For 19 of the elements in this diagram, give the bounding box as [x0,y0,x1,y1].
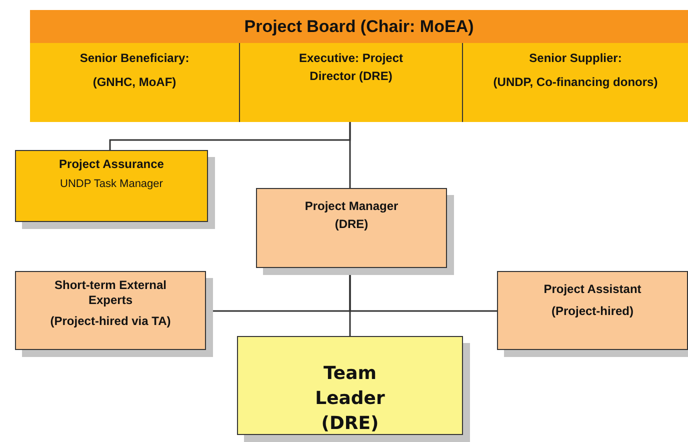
role-box [463,43,688,122]
role-label: Short-term External Experts [54,278,167,307]
role-label: Project Board (Chair: MoEA) [244,16,474,38]
role-label: Senior Supplier: [529,51,622,65]
role-label: UNDP Task Manager [60,178,163,190]
role-label: Executive: Project Director (DRE) [298,51,404,83]
role-box [240,43,463,122]
role-label: Project Assistant [544,282,642,296]
role-label: Team Leader (DRE) [315,363,385,434]
role-label: (Project-hired via TA) [50,314,171,328]
role-label: (GNHC, MoAF) [92,75,176,89]
role-label: Project Manager (DRE) [304,199,398,231]
role-label: Project Assurance [59,157,164,171]
role-label: Senior Beneficiary: [80,51,190,65]
role-box [30,43,240,122]
role-label: (Project-hired) [551,304,634,318]
role-label: (UNDP, Co-financing donors) [493,75,658,89]
connector-line [349,122,351,188]
board-panel [30,10,688,122]
